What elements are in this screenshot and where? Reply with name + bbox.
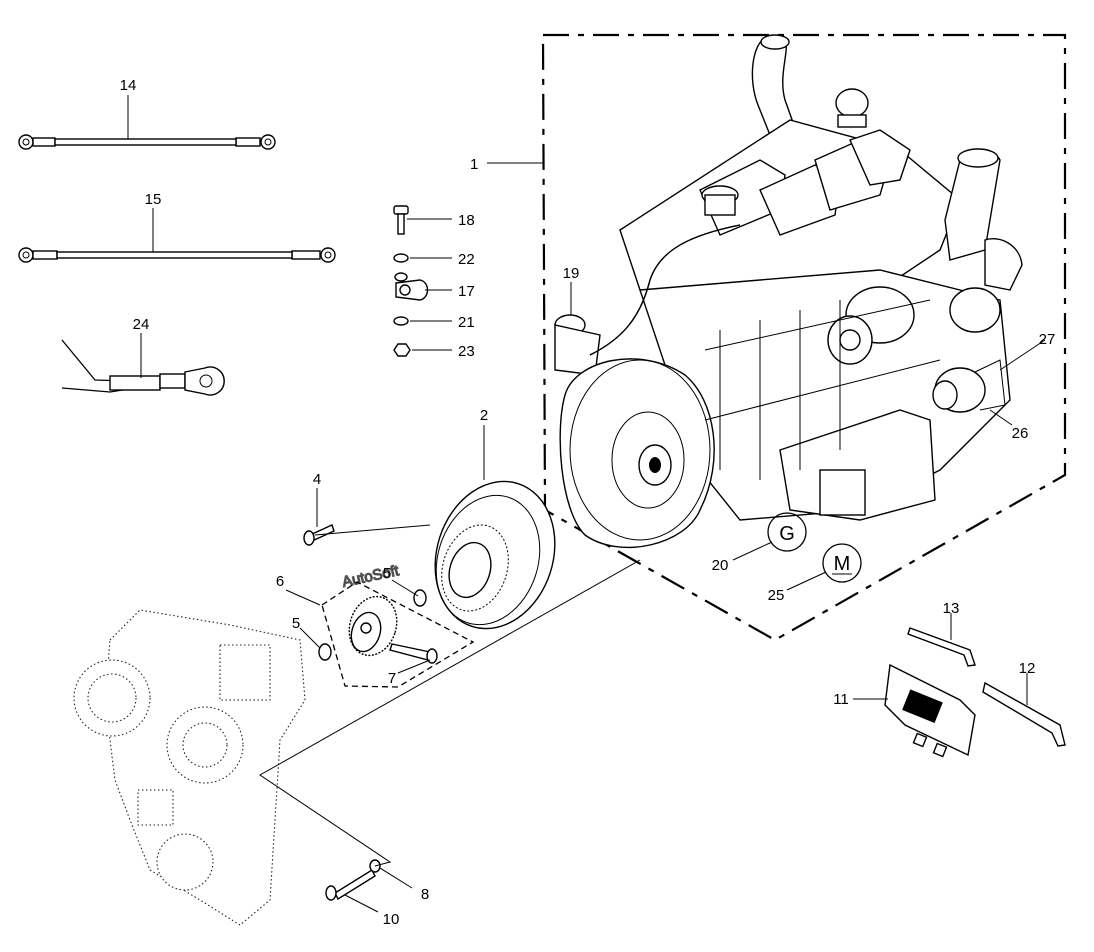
timing-cover [73,609,306,926]
flywheel [434,480,556,630]
screw-7 [389,643,438,664]
nut-23 [393,343,411,357]
washer-22 [393,253,409,263]
cable-15 [18,247,336,263]
callout-7: 7 [388,670,396,687]
callout-27: 27 [1039,331,1056,348]
callout-labels: 14 15 24 18 22 17 21 23 1 19 2 4 5 6 5 7… [120,77,1056,928]
cable-14 [18,134,276,150]
screw-10 [325,869,376,901]
callout-17: 17 [458,283,475,300]
callout-23: 23 [458,343,475,360]
symbol-g-text: G [779,523,795,545]
leader-lines [127,95,1046,913]
callout-2: 2 [480,407,488,424]
callout-24: 24 [133,316,150,333]
ecu-11 [884,663,976,758]
callout-14: 14 [120,77,137,94]
callout-21: 21 [458,314,475,331]
callout-8: 8 [421,886,429,903]
washer-5-lower [318,643,332,661]
bolt-18 [393,205,409,235]
washer-21 [393,316,409,326]
callout-13: 13 [943,600,960,617]
callout-4: 4 [313,471,321,488]
washer-5-upper [413,589,427,607]
gear-group-bracket [321,581,475,688]
bracket-12 [982,681,1066,747]
clamp-17 [394,272,429,301]
callout-25: 25 [768,587,785,604]
bracket-13 [907,627,976,667]
callout-6: 6 [276,573,284,590]
callout-10: 10 [383,911,400,928]
callout-22: 22 [458,251,475,268]
callout-5-lower: 5 [292,615,300,632]
symbol-m: M [822,543,862,583]
engine-assembly [554,34,1023,548]
callout-1: 1 [470,156,478,173]
cable-24 [61,339,225,396]
callout-26: 26 [1012,425,1029,442]
engine-assembly-boundary [541,33,1067,642]
callout-18: 18 [458,212,475,229]
callout-19: 19 [563,265,580,282]
symbol-g: G [767,512,807,552]
callout-5-upper: 5 [383,565,391,582]
callout-11: 11 [833,691,849,708]
callout-20: 20 [712,557,729,574]
gear [348,595,398,657]
callout-12: 12 [1019,660,1036,677]
symbol-m-text: M [834,553,851,575]
callout-15: 15 [145,191,162,208]
screw-4 [303,524,335,546]
